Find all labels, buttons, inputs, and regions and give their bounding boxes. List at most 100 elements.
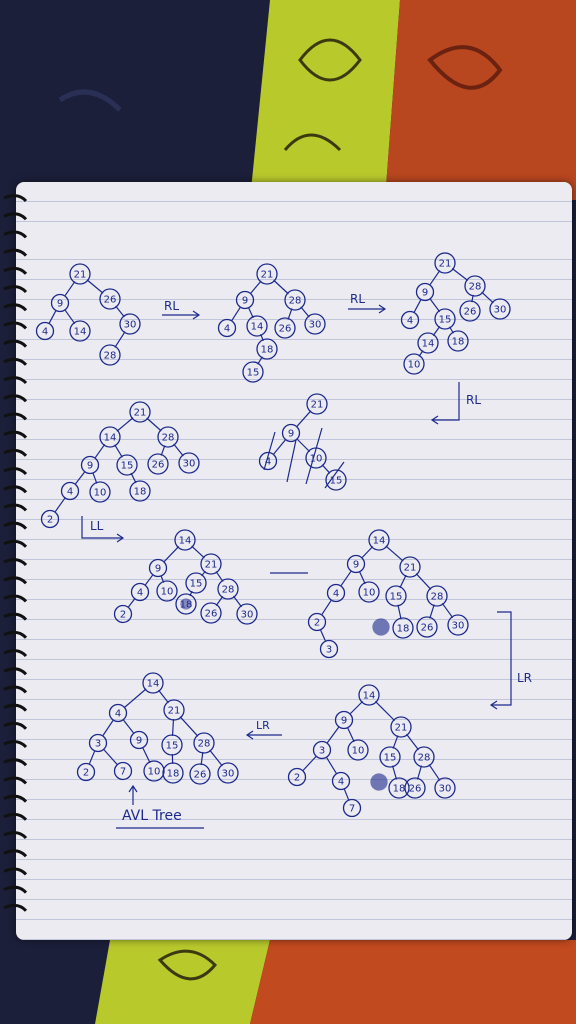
- tree-edge: [361, 546, 374, 558]
- node-value: 30: [124, 320, 137, 331]
- tree-edge: [321, 600, 332, 615]
- node-circle: [119, 313, 141, 335]
- node-value: 18: [397, 624, 410, 635]
- tree-node: 7: [113, 761, 133, 781]
- spiral-ring: [3, 394, 28, 403]
- node-circle: [342, 798, 362, 818]
- tree-node: 14: [417, 332, 439, 354]
- spiral-ring: [3, 831, 28, 840]
- node-circle: [319, 639, 339, 659]
- node-circle: [284, 289, 306, 311]
- node-value: 14: [373, 536, 386, 547]
- node-circle: [147, 453, 169, 475]
- tree-node: 3: [88, 733, 108, 753]
- tree-edge: [92, 473, 98, 484]
- tree-node: 26: [99, 288, 121, 310]
- spiral-ring: [3, 321, 28, 330]
- tree-node: 21: [434, 252, 456, 274]
- node-value: 26: [409, 784, 422, 795]
- tree-node: 14: [174, 529, 196, 551]
- node-circle: [434, 777, 456, 799]
- spiral-ring: [3, 266, 28, 275]
- node-circle: [235, 290, 255, 310]
- node-circle: [334, 710, 354, 730]
- spiral-ring: [3, 285, 28, 294]
- tree-edge: [163, 546, 180, 562]
- node-value: 30: [309, 320, 322, 331]
- spiral-ring: [3, 794, 28, 803]
- tree-edge: [343, 789, 350, 800]
- arrow-rl-3: RL: [430, 382, 481, 425]
- node-circle: [326, 583, 346, 603]
- tree-node: 15: [379, 746, 401, 768]
- node-circle: [99, 426, 121, 448]
- node-circle: [113, 761, 133, 781]
- node-circle: [193, 732, 215, 754]
- node-value: 28: [162, 433, 175, 444]
- node-circle: [274, 317, 296, 339]
- node-circle: [347, 739, 369, 761]
- tree-edge: [320, 629, 326, 642]
- node-value: 21: [205, 560, 218, 571]
- tree-node: 9: [80, 455, 100, 475]
- node-value: 18: [261, 345, 274, 356]
- node-value: 10: [310, 454, 323, 465]
- node-value: 4: [333, 589, 339, 600]
- node-circle: [312, 740, 332, 760]
- node-value: 26: [421, 623, 434, 634]
- tree-node: 10: [347, 739, 369, 761]
- node-circle: [217, 762, 239, 784]
- node-value: 10: [408, 360, 421, 371]
- node-circle: [325, 469, 347, 491]
- node-circle: [157, 426, 179, 448]
- node-value: 15: [190, 579, 203, 590]
- tree-node: 26: [189, 763, 211, 785]
- node-value: 3: [319, 746, 325, 757]
- node-circle: [447, 614, 469, 636]
- tree-edge: [399, 574, 407, 589]
- tree-node: 15: [325, 469, 347, 491]
- node-circle: [307, 612, 327, 632]
- tree-edge: [248, 307, 254, 319]
- node-circle: [174, 529, 196, 551]
- node-circle: [358, 581, 380, 603]
- tree-node: 15: [242, 361, 264, 383]
- node-circle: [346, 554, 366, 574]
- tree-node: 9: [50, 293, 70, 313]
- tree-node: 15: [161, 734, 183, 756]
- node-value: 7: [120, 767, 126, 778]
- tree-node: 4: [331, 771, 351, 791]
- label-rl-3: RL: [466, 393, 481, 407]
- node-circle: [217, 578, 239, 600]
- tree-edge: [158, 689, 169, 704]
- node-value: 9: [155, 564, 161, 575]
- tree-edge: [441, 602, 454, 619]
- node-circle: [40, 509, 60, 529]
- node-circle: [200, 602, 222, 624]
- tree-node: 2: [287, 767, 307, 787]
- tree-node: 10: [156, 580, 178, 602]
- node-value: 26: [104, 295, 117, 306]
- spiral-ring: [3, 248, 28, 257]
- node-circle: [399, 556, 421, 578]
- tree-node: 21: [306, 393, 328, 415]
- tree-edge: [75, 471, 85, 485]
- spiral-ring: [3, 667, 28, 676]
- node-value: 3: [326, 645, 332, 656]
- label-rl-2: RL: [350, 292, 365, 306]
- spiral-ring: [3, 630, 28, 639]
- tree-edge: [124, 688, 147, 708]
- node-value: 21: [311, 400, 324, 411]
- node-value: 28: [289, 296, 302, 307]
- node-circle: [358, 684, 380, 706]
- node-value: 4: [67, 487, 73, 498]
- tree-node: 14: [99, 426, 121, 448]
- tree-node: 18: [447, 330, 469, 352]
- tree-node: 14: [142, 672, 164, 694]
- node-circle: [113, 604, 133, 624]
- node-circle: [236, 603, 258, 625]
- tree-node: 21: [129, 401, 151, 423]
- spiral-ring: [3, 758, 28, 767]
- tree-node: 15: [385, 585, 407, 607]
- tree-edge: [215, 595, 224, 607]
